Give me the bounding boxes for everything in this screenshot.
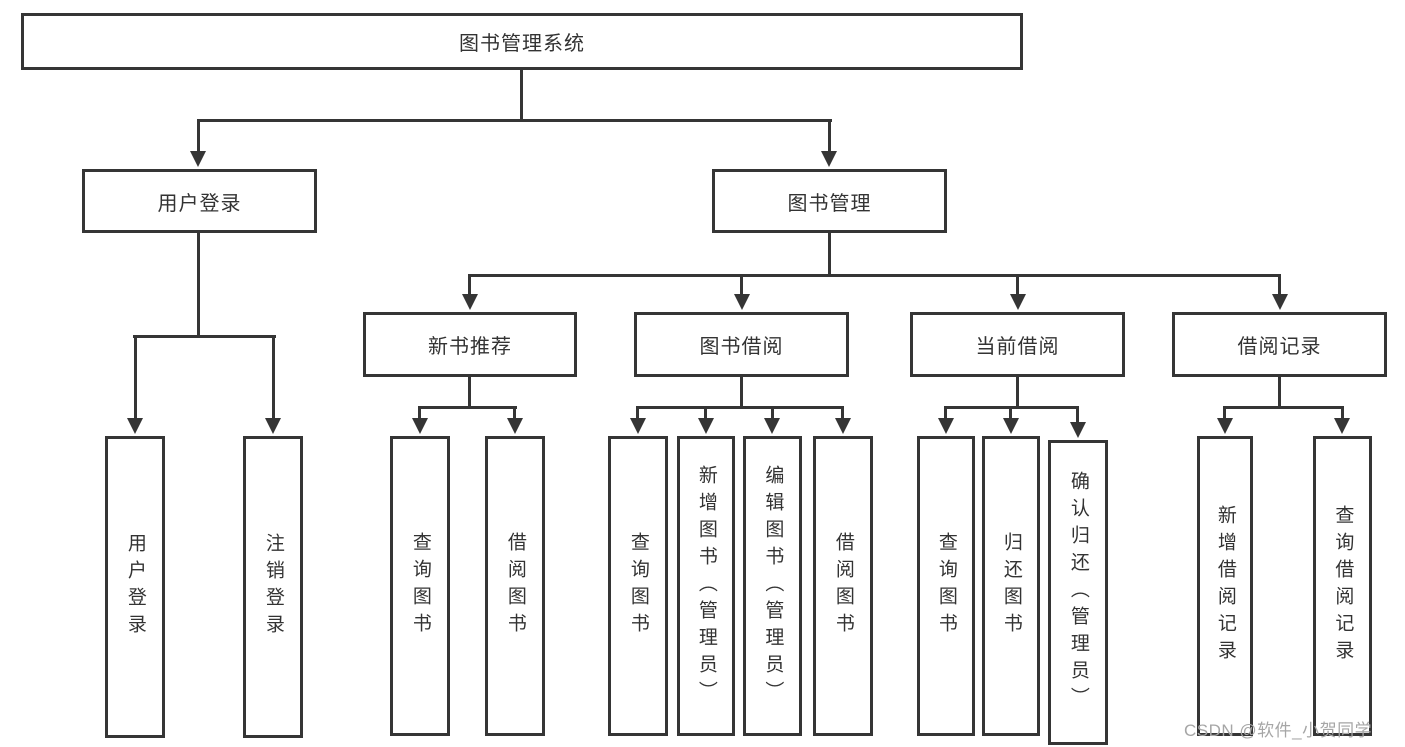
node-confirm-return-admin: 确认归还（管理员） (1048, 440, 1108, 745)
node-current-borrowing: 当前借阅 (910, 312, 1125, 377)
connector-drop (704, 406, 707, 420)
node-label: 借阅记录 (1237, 336, 1322, 358)
arrowhead-down (698, 418, 714, 434)
arrowhead-down (412, 418, 428, 434)
connector-drop (636, 406, 639, 420)
arrowhead-down (507, 418, 523, 434)
connector-user-login-stem (197, 233, 200, 338)
connector-drop (828, 119, 831, 155)
node-label: 借阅图书 (504, 532, 526, 640)
node-user-login-group: 用户登录 (82, 169, 317, 233)
arrowhead-down (630, 418, 646, 434)
connector-drop (1016, 274, 1019, 296)
connector-drop (771, 406, 774, 420)
arrowhead-down (1003, 418, 1019, 434)
node-logout: 注销登录 (243, 436, 303, 738)
connector-drop (740, 274, 743, 296)
node-library-system: 图书管理系统 (21, 13, 1023, 70)
connector-drop (513, 406, 516, 420)
node-label: 新书推荐 (428, 336, 512, 358)
connector-rail (636, 406, 844, 409)
node-label: 新增图书（管理员） (695, 464, 717, 708)
node-borrowing-records: 借阅记录 (1172, 312, 1387, 377)
node-label: 当前借阅 (975, 336, 1060, 358)
node-new-book-recommend: 新书推荐 (363, 312, 577, 377)
node-label: 查询图书 (627, 532, 649, 640)
arrowhead-down (1272, 294, 1288, 310)
node-edit-books-admin: 编辑图书（管理员） (743, 436, 802, 736)
node-query-books: 查询图书 (608, 436, 668, 736)
connector-drop (1009, 406, 1012, 420)
arrowhead-down (190, 151, 206, 167)
connector-rail (418, 406, 517, 409)
node-label: 查询借阅记录 (1332, 505, 1354, 667)
connector-user-login-rail (133, 335, 276, 338)
node-label: 图书借阅 (699, 336, 784, 358)
connector-drop (468, 274, 471, 296)
node-label: 确认归还（管理员） (1067, 471, 1089, 714)
connector-stem (1016, 377, 1019, 409)
node-label: 归还图书 (1000, 532, 1022, 640)
node-label: 查询图书 (935, 532, 957, 640)
arrowhead-down (1334, 418, 1350, 434)
node-label: 用户登录 (124, 533, 146, 641)
node-book-borrowing: 图书借阅 (634, 312, 849, 377)
connector-stem (740, 377, 743, 409)
connector-drop (841, 406, 844, 420)
arrowhead-down (265, 418, 281, 434)
connector-drop (1341, 406, 1344, 420)
node-label: 注销登录 (262, 533, 284, 641)
node-label: 用户登录 (157, 192, 242, 215)
node-query-books: 查询图书 (390, 436, 450, 736)
connector-drop (944, 406, 947, 420)
node-label: 编辑图书（管理员） (762, 464, 784, 708)
arrowhead-down (1070, 422, 1086, 438)
node-book-management: 图书管理 (712, 169, 947, 233)
connector-drop (197, 119, 200, 155)
node-label: 图书管理 (787, 192, 872, 215)
arrowhead-down (127, 418, 143, 434)
node-add-books-admin: 新增图书（管理员） (677, 436, 735, 736)
node-label: 新增借阅记录 (1214, 505, 1236, 667)
node-label: 图书管理系统 (459, 33, 585, 55)
connector-stem (1278, 377, 1281, 409)
node-label: 查询图书 (409, 532, 431, 640)
connector-drop (418, 406, 421, 420)
connector-book-mgmt-stem (828, 233, 831, 277)
node-borrow-books: 借阅图书 (813, 436, 873, 736)
node-return-books: 归还图书 (982, 436, 1040, 736)
node-user-login: 用户登录 (105, 436, 165, 738)
arrowhead-down (938, 418, 954, 434)
csdn-watermark: CSDN @软件_小贺同学 (1184, 721, 1373, 740)
arrowhead-down (1217, 418, 1233, 434)
connector-drop (1076, 406, 1079, 424)
arrowhead-down (821, 151, 837, 167)
connector-level1-rail (197, 119, 832, 122)
arrowhead-down (462, 294, 478, 310)
node-query-borrow-record: 查询借阅记录 (1313, 436, 1372, 736)
arrowhead-down (835, 418, 851, 434)
connector-drop (1278, 274, 1281, 296)
connector-rail (1223, 406, 1344, 409)
connector-root-stem (520, 70, 523, 122)
arrowhead-down (734, 294, 750, 310)
connector-drop (272, 335, 275, 420)
arrowhead-down (764, 418, 780, 434)
node-borrow-books: 借阅图书 (485, 436, 545, 736)
node-add-borrow-record: 新增借阅记录 (1197, 436, 1253, 736)
node-query-books: 查询图书 (917, 436, 975, 736)
connector-level2-rail (468, 274, 1281, 277)
connector-stem (468, 377, 471, 409)
arrowhead-down (1010, 294, 1026, 310)
connector-drop (1223, 406, 1226, 420)
node-label: 借阅图书 (832, 532, 854, 640)
connector-drop (134, 335, 137, 420)
